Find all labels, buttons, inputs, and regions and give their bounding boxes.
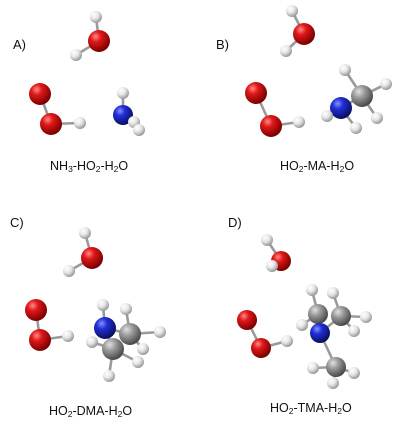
hydrogen-atom <box>307 362 319 374</box>
hydrogen-atom <box>350 122 362 134</box>
hydrogen-atom <box>103 370 115 382</box>
hydrogen-atom <box>296 319 308 331</box>
hydrogen-atom <box>327 287 339 299</box>
hydrogen-atom <box>339 64 351 76</box>
panel-c-molecules <box>25 227 166 382</box>
hydrogen-atom <box>261 234 273 246</box>
oxygen-atom <box>29 83 51 105</box>
hydrogen-atom <box>280 45 292 57</box>
panel-b-label: B) <box>216 37 229 52</box>
carbon-atom <box>102 338 124 360</box>
hydrogen-atom <box>120 303 132 315</box>
hydrogen-atom <box>63 265 75 277</box>
oxygen-atom <box>293 23 315 45</box>
oxygen-atom <box>29 329 51 351</box>
hydrogen-atom <box>62 330 74 342</box>
hydrogen-atom <box>74 117 86 129</box>
panel-d-caption: HO2-TMA-H2O <box>270 401 352 416</box>
oxygen-atom <box>81 247 103 269</box>
hydrogen-atom <box>306 284 318 296</box>
hydrogen-atom <box>86 336 98 348</box>
panel-b-molecules <box>245 5 392 137</box>
nitrogen-atom <box>330 97 352 119</box>
carbon-atom <box>119 323 141 345</box>
oxygen-atom <box>237 310 257 330</box>
hydrogen-atom <box>117 87 129 99</box>
hydrogen-atom <box>132 356 144 368</box>
oxygen-atom <box>251 338 271 358</box>
oxygen-atom <box>245 82 267 104</box>
carbon-atom <box>308 304 328 324</box>
hydrogen-atom <box>327 377 339 389</box>
oxygen-atom <box>25 299 47 321</box>
hydrogen-atom <box>371 112 383 124</box>
hydrogen-atom <box>348 325 360 337</box>
nitrogen-atom <box>310 323 330 343</box>
hydrogen-atom <box>286 5 298 17</box>
carbon-atom <box>351 85 373 107</box>
nitrogen-atom <box>94 317 116 339</box>
panel-c-caption: HO2-DMA-H2O <box>49 404 133 419</box>
hydrogen-atom <box>97 299 109 311</box>
hydrogen-atom <box>70 49 82 61</box>
panel-a-caption: NH3-HO2-H2O <box>50 159 129 174</box>
carbon-atom <box>331 306 351 326</box>
panel-c-label: C) <box>10 215 24 230</box>
oxygen-atom <box>88 30 110 52</box>
oxygen-atom <box>40 113 62 135</box>
panel-d-molecules <box>237 234 372 389</box>
hydrogen-atom <box>348 367 360 379</box>
hydrogen-atom <box>380 78 392 90</box>
hydrogen-atom <box>281 335 293 347</box>
carbon-atom <box>326 357 346 377</box>
panel-a-label: A) <box>13 37 26 52</box>
panel-d-label: D) <box>228 215 242 230</box>
hydrogen-atom <box>293 116 305 128</box>
nitrogen-atom <box>113 105 133 125</box>
panel-b-caption: HO2-MA-H2O <box>280 159 355 174</box>
hydrogen-atom <box>137 343 149 355</box>
hydrogen-atom <box>360 311 372 323</box>
hydrogen-atom <box>79 227 91 239</box>
hydrogen-atom <box>266 260 278 272</box>
panel-a-molecules <box>29 11 145 136</box>
hydrogen-atom <box>90 11 102 23</box>
oxygen-atom <box>260 115 282 137</box>
hydrogen-atom <box>133 124 145 136</box>
hydrogen-atom <box>321 110 333 122</box>
hydrogen-atom <box>154 326 166 338</box>
